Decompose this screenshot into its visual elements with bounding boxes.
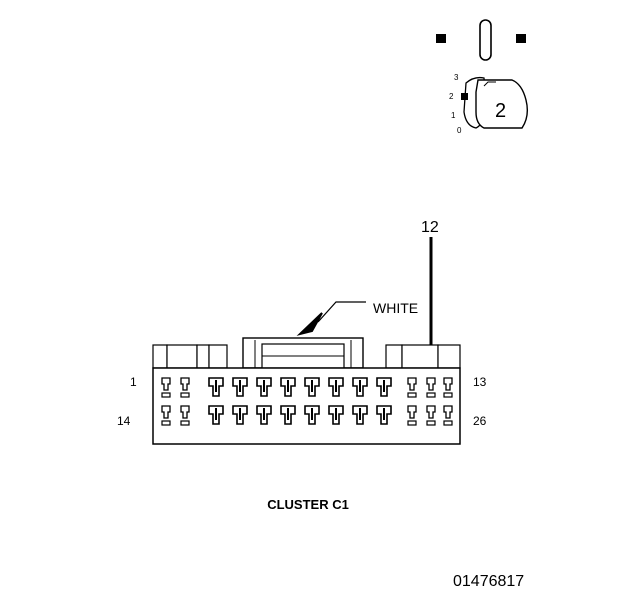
terminal-cavity-13 [443,377,453,391]
terminal-slot-10 [383,380,385,392]
terminal-cavity-2 [180,377,190,391]
terminal-slot-23 [383,408,385,420]
key-position-label-1: 1 [451,111,456,120]
pin-label-top-right: 13 [473,375,487,389]
connector-name: CLUSTER C1 [267,497,349,512]
key-position-indicator: 3 2 1 0 2 [449,73,529,135]
key-position-label-3: 3 [454,73,459,82]
terminal-tab-26 [443,420,453,426]
key-slot-right-marker [516,34,526,43]
terminal-slot-16 [215,408,217,420]
key-position-label-0: 0 [457,126,462,135]
terminal-tab-11 [407,392,417,398]
terminal-cavity-25 [426,405,436,419]
terminal-slot-17 [239,408,241,420]
terminal-tab-1 [161,392,171,398]
connector-housing [152,337,461,445]
terminal-slot-20 [311,408,313,420]
terminal-slot-9 [359,380,361,392]
terminal-cavity-15 [180,405,190,419]
terminal-tab-13 [443,392,453,398]
pin-label-bottom-right: 26 [473,414,487,428]
pointer-pin-label: 12 [421,219,439,236]
color-callout: WHITE [296,300,418,336]
key-current-position: 2 [495,100,506,122]
terminal-cavity-26 [443,405,453,419]
terminal-slot-22 [359,408,361,420]
terminal-slot-5 [263,380,265,392]
terminal-tab-15 [180,420,190,426]
pin-label-top-left: 1 [130,375,137,389]
terminal-cavity-11 [407,377,417,391]
terminal-tab-2 [180,392,190,398]
connector-color-label: WHITE [373,300,418,316]
key-slot-left-marker [436,34,446,43]
terminal-cavity-14 [161,405,171,419]
terminal-tab-24 [407,420,417,426]
terminal-slot-21 [335,408,337,420]
figure-id: 01476817 [453,573,524,590]
terminal-tab-14 [161,420,171,426]
terminal-slot-7 [311,380,313,392]
terminal-cavity-1 [161,377,171,391]
terminal-slot-19 [287,408,289,420]
terminal-cavity-24 [407,405,417,419]
callout-arrowhead [296,312,323,336]
key-slot-symbol [436,19,526,61]
key-slot [479,19,492,61]
terminal-tab-12 [426,392,436,398]
key-position-label-2: 2 [449,92,454,101]
terminal-cavity-12 [426,377,436,391]
key-position-marker [461,93,468,100]
terminal-slot-6 [287,380,289,392]
terminal-slot-3 [215,380,217,392]
connector-pins [161,377,453,426]
terminal-slot-18 [263,408,265,420]
terminal-slot-8 [335,380,337,392]
terminal-slot-4 [239,380,241,392]
pin-label-bottom-left: 14 [117,414,131,428]
key-head [475,79,529,129]
terminal-tab-25 [426,420,436,426]
